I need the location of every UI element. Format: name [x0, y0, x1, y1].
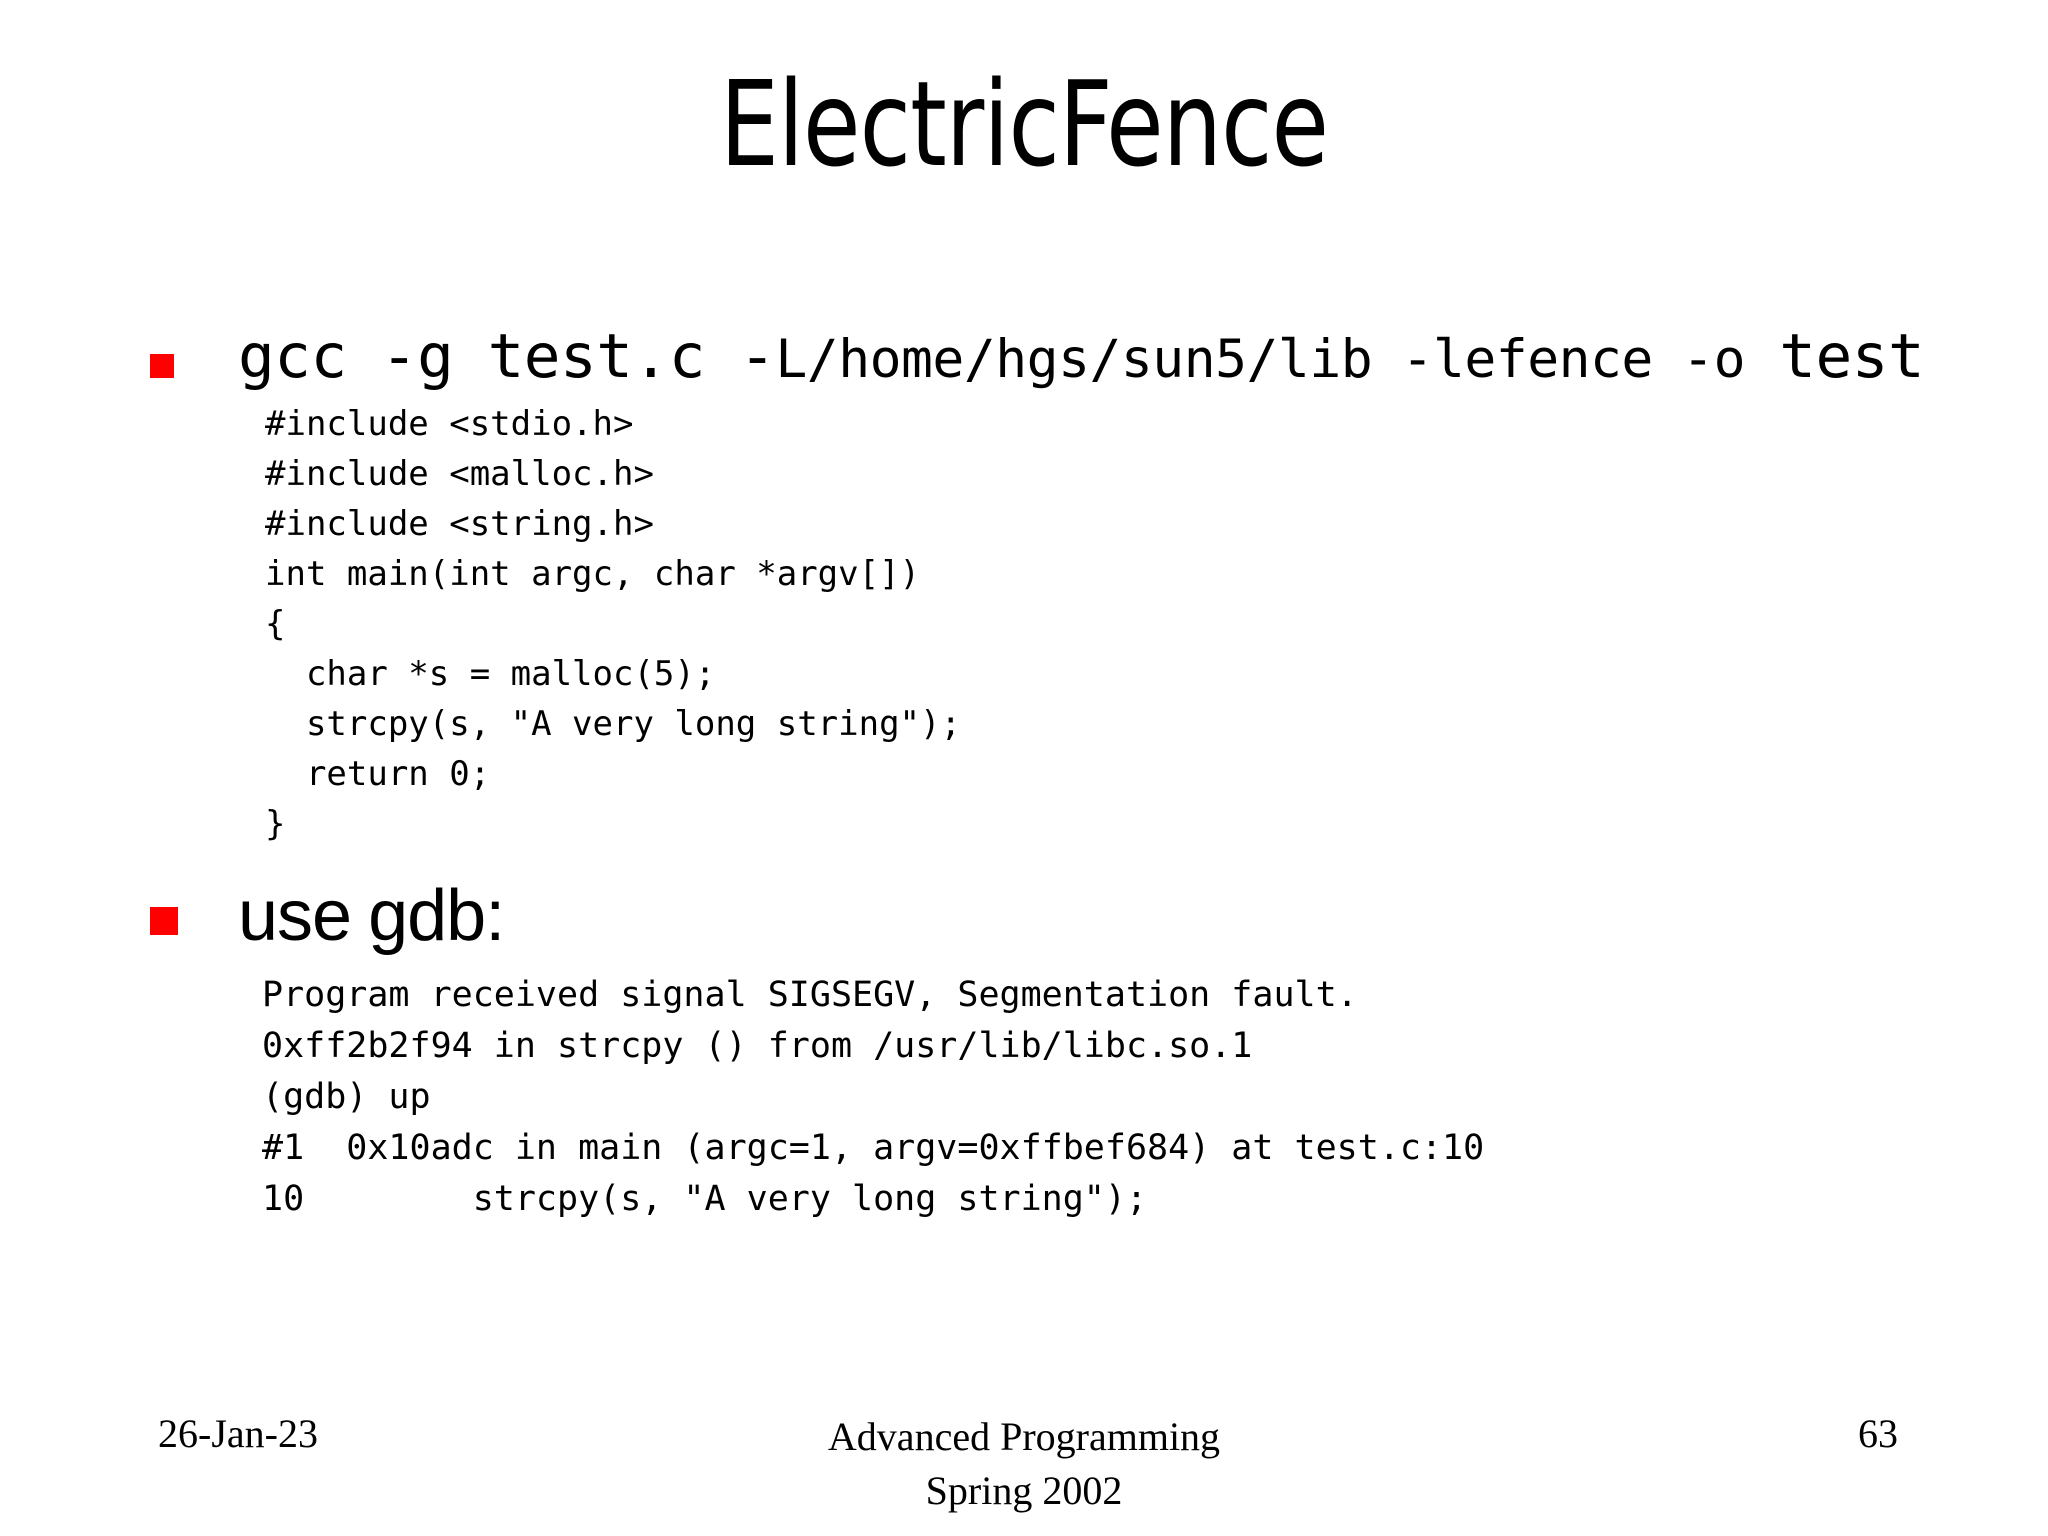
code-line: #include <stdio.h>	[265, 403, 634, 444]
code-line: 10 strcpy(s, "A very long string");	[262, 1178, 1148, 1219]
slide-footer: 26-Jan-23 Advanced Programming Spring 20…	[0, 1402, 2048, 1513]
footer-date: 26-Jan-23	[158, 1411, 318, 1456]
code-listing-test-c: #include <stdio.h> #include <malloc.h> #in…	[265, 399, 1980, 849]
slide-body: gcc -g test.c -L/home/hgs/sun5/lib -lefe…	[150, 321, 1980, 1225]
footer-page-number: 63	[1858, 1411, 1898, 1456]
code-line: {	[265, 603, 286, 644]
code-line: #include <string.h>	[265, 503, 654, 544]
red-square-bullet-icon	[150, 906, 178, 935]
compile-command-main: gcc -g test.c -	[238, 321, 776, 392]
red-square-bullet-icon	[150, 354, 174, 378]
code-line: Program received signal SIGSEGV, Segment…	[262, 974, 1358, 1015]
bullet-item-use-gdb: use gdb:	[150, 875, 1980, 956]
code-line: #1 0x10adc in main (argc=1, argv=0xffbef…	[262, 1127, 1485, 1168]
code-line: return 0;	[265, 753, 491, 794]
code-line: int main(int argc, char *argv[])	[265, 553, 921, 594]
compile-command-text: gcc -g test.c -L/home/hgs/sun5/lib -lefe…	[238, 321, 1980, 393]
bullet-item-compile-command: gcc -g test.c -L/home/hgs/sun5/lib -lefe…	[150, 321, 1980, 393]
page-title: ElectricFence	[719, 55, 1329, 193]
compile-command-path: L/home/hgs/sun5/lib -lefence -o	[775, 329, 1746, 390]
gdb-session-output: Program received signal SIGSEGV, Segment…	[262, 970, 1980, 1225]
footer-course-line2: Spring 2002	[925, 1468, 1123, 1513]
code-line: }	[265, 803, 286, 844]
footer-course-line1: Advanced Programming	[827, 1414, 1221, 1459]
code-line: #include <malloc.h>	[265, 453, 654, 494]
compile-command-output: test	[1745, 321, 1925, 392]
code-line: strcpy(s, "A very long string");	[265, 703, 961, 744]
code-line: 0xff2b2f94 in strcpy () from /usr/lib/li…	[262, 1025, 1253, 1066]
vertical-spacer	[150, 849, 1980, 877]
use-gdb-label: use gdb:	[238, 875, 505, 956]
footer-course: Advanced Programming Spring 2002	[0, 1410, 2048, 1518]
code-line: (gdb) up	[262, 1076, 431, 1117]
code-line: char *s = malloc(5);	[265, 653, 716, 694]
